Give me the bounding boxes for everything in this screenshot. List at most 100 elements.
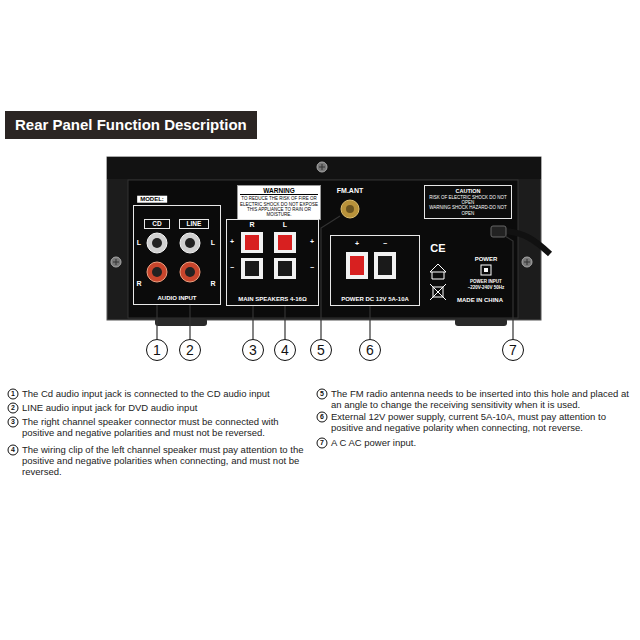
screw	[317, 162, 327, 172]
node-heading: 3	[249, 343, 257, 357]
node-heading: LINE	[187, 221, 202, 228]
terminal-clip-red	[278, 235, 292, 250]
callout-number: 3	[242, 339, 264, 361]
terminal-clip-black	[378, 256, 392, 275]
description-number: 7	[320, 439, 324, 447]
channel-letter: R	[210, 280, 215, 288]
warning-box: WARNINGTO REDUCE THE RISK OF FIRE OR ELE…	[237, 185, 321, 220]
number-circle	[317, 389, 327, 399]
title-banner: Rear Panel Function Description	[5, 111, 257, 139]
node-heading: AUDIO INPUT	[158, 295, 197, 302]
jack-hole	[185, 267, 195, 277]
outer-frame	[107, 157, 541, 320]
description-text: The FM radio antenna needs to be inserte…	[331, 388, 631, 410]
caution-box: CAUTIONRISK OF ELECTRIC SHOCK DO NOT OPE…	[424, 185, 512, 219]
channel-letter: L	[211, 239, 215, 247]
leader-line	[189, 305, 190, 339]
jack-hole	[152, 238, 162, 248]
rca-jack-red	[180, 262, 200, 282]
input-tag: LINE	[179, 219, 209, 229]
cord-plug	[491, 226, 506, 237]
screw-slot	[113, 259, 119, 265]
node-text: RISK OF ELECTRIC SHOCK DO NOT OPEN	[427, 195, 509, 206]
terminal-block	[241, 232, 263, 253]
node-text: TO REDUCE THE RISK OF FIRE OR ELECTRIC S…	[240, 196, 318, 217]
indoor-use-icon	[430, 264, 446, 279]
node-heading: CAUTION	[427, 188, 509, 195]
power-input-label: POWER INPUT	[470, 280, 502, 285]
node-text: WARNING SHOCK HAZARD-DO NOT OPEN	[427, 205, 509, 216]
antenna-hole	[346, 205, 354, 213]
callout-number: 2	[179, 339, 201, 361]
terminal-block	[274, 258, 296, 279]
number-circle	[8, 445, 18, 455]
description-number: 1	[11, 390, 15, 398]
node-heading: 6	[366, 343, 374, 357]
node-heading: 2	[186, 343, 194, 357]
power-switch	[481, 265, 491, 275]
description-number: 2	[11, 404, 15, 412]
polarity-sign: +	[310, 238, 314, 246]
leader-line	[252, 306, 253, 339]
bin-cross	[430, 284, 446, 300]
rca-jack-white	[180, 233, 200, 253]
node-heading: POWER DC 12V 5A-10A	[341, 296, 409, 303]
terminal-clip-red	[245, 235, 259, 250]
power-cord	[505, 231, 550, 254]
callout-number: 1	[146, 339, 168, 361]
number-circle	[8, 417, 18, 427]
description-number: 6	[320, 413, 324, 421]
description-number: 3	[11, 418, 15, 426]
antenna-socket	[341, 200, 359, 218]
callout-number: 7	[502, 339, 524, 361]
node-heading: MAIN SPEAKERS 4-16Ω	[238, 296, 307, 303]
terminal-clip-black	[278, 261, 292, 276]
foot	[455, 318, 507, 326]
number-circle	[317, 412, 327, 422]
origin-label: MADE IN CHINA	[457, 297, 503, 304]
callout-number: 6	[359, 339, 381, 361]
description-text: The wiring clip of the left channel spea…	[22, 444, 307, 477]
channel-letter: L	[137, 239, 141, 247]
terminal-block	[374, 252, 396, 279]
leader-line	[505, 236, 513, 339]
voltage-label: ~220V-240V 50Hz	[468, 286, 505, 291]
channel-letter: R	[136, 280, 141, 288]
number-circle	[317, 438, 327, 448]
polarity-sign: −	[230, 264, 234, 272]
polarity-sign: −	[310, 264, 314, 272]
node-heading: 5	[317, 343, 325, 357]
power-switch-inner	[484, 268, 488, 272]
description-text: The Cd audio input jack is connected to …	[22, 388, 307, 399]
polarity-sign: +	[355, 240, 359, 248]
callout-number: 5	[310, 339, 332, 361]
foot	[155, 318, 207, 326]
description-number: 5	[320, 390, 324, 398]
node-heading: 7	[509, 343, 517, 357]
channel-letter: R	[249, 221, 254, 229]
terminal-block	[241, 258, 263, 279]
terminal-block	[274, 232, 296, 253]
description-text: The right channel speaker connector must…	[22, 416, 307, 438]
screw-slot	[524, 259, 530, 265]
jack-hole	[185, 238, 195, 248]
leader-line	[284, 306, 285, 339]
antenna-label: FM.ANT	[337, 187, 363, 195]
terminal-clip-black	[245, 261, 259, 276]
leader-line	[369, 306, 370, 339]
number-circle	[8, 403, 18, 413]
ce-mark: CE	[430, 242, 445, 254]
power-label: POWER	[475, 256, 498, 263]
speaker-terminal-panel: MAIN SPEAKERS 4-16Ω	[226, 219, 319, 306]
leader-line	[156, 305, 157, 339]
number-circle	[8, 389, 18, 399]
node-heading: WARNING	[240, 187, 318, 195]
callout-number: 4	[274, 339, 296, 361]
description-text: LINE audio input jack for DVD audio inpu…	[22, 402, 307, 413]
top-lip	[107, 157, 541, 179]
input-tag: CD	[144, 219, 170, 229]
node-heading: 4	[281, 343, 289, 357]
